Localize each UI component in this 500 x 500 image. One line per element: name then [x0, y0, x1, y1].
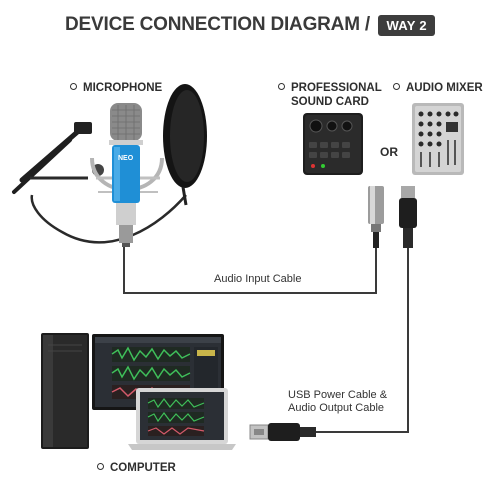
or-label: OR: [380, 145, 398, 159]
bullet-icon: [393, 83, 400, 90]
title-bar: DEVICE CONNECTION DIAGRAM / WAY 2: [0, 14, 500, 36]
bullet-icon: [97, 463, 104, 470]
microphone-label: MICROPHONE: [70, 81, 162, 95]
laptop: [128, 388, 236, 450]
usb-b-connector-icon: [399, 186, 417, 248]
audio-input-cable-label: Audio Input Cable: [214, 273, 302, 285]
bullet-icon: [278, 83, 285, 90]
mic-arm-cable: [30, 194, 187, 244]
sound-card-label: PROFESSIONAL SOUND CARD: [278, 81, 382, 109]
computer-tower: [41, 333, 89, 449]
page-title: DEVICE CONNECTION DIAGRAM /: [65, 14, 370, 35]
audio-mixer-device: [412, 103, 464, 175]
xlr-connector-icon: [368, 186, 384, 248]
boom-arm: [12, 122, 104, 194]
audio-input-cable: [123, 245, 377, 294]
bullet-icon: [70, 83, 77, 90]
microphone-device: NEO: [90, 103, 164, 247]
usb-cable-label: USB Power Cable & Audio Output Cable: [288, 389, 388, 414]
computer-label: COMPUTER: [97, 461, 176, 475]
audio-mixer-label: AUDIO MIXER: [393, 81, 483, 95]
pop-filter: [163, 84, 207, 206]
sound-card-device: [303, 113, 363, 175]
usb-a-connector-icon: [249, 423, 316, 441]
usb-cable: [316, 248, 409, 433]
mic-brand-text: NEO: [118, 155, 134, 162]
way-badge: WAY 2: [378, 14, 435, 36]
